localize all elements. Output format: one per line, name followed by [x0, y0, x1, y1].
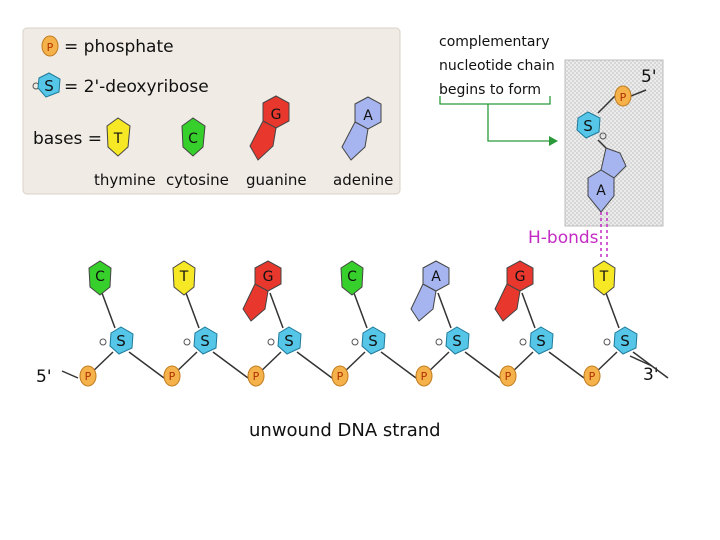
sugar-symbol: S — [368, 332, 378, 350]
base-symbol: C — [95, 269, 105, 285]
legend-box: P = phosphate S = 2'-deoxyribose bases =… — [22, 27, 401, 195]
sugar-symbol: S — [536, 332, 546, 350]
thymine-icon — [106, 117, 131, 157]
sugar-icon — [529, 326, 554, 355]
sugar-icon — [37, 72, 61, 98]
base-icon — [254, 260, 282, 292]
sugar-symbol: S — [452, 332, 462, 350]
annotation-line-1: complementary — [439, 34, 550, 50]
phosphate-icon — [331, 365, 349, 387]
adenine-label: adenine — [333, 171, 393, 189]
guanine-label: guanine — [246, 171, 307, 189]
thymine-label: thymine — [94, 171, 156, 189]
base-symbol: T — [599, 269, 609, 285]
base-icon — [172, 260, 196, 296]
phosphate-symbol: P — [589, 370, 596, 383]
complementary-nucleotide: 5' P S A — [564, 59, 664, 227]
phosphate-icon — [79, 365, 97, 387]
sugar-icon — [361, 326, 386, 355]
base-symbol: C — [347, 269, 357, 285]
sugar-symbol: S — [44, 77, 54, 95]
phosphate-symbol: P — [169, 370, 176, 383]
base-ring-icon — [494, 283, 521, 322]
complement-sugar-icon — [576, 111, 601, 139]
nucleotide-2: T S P — [163, 260, 249, 387]
base-icon — [506, 260, 534, 292]
cytosine-icon — [181, 117, 206, 157]
adenine-symbol: A — [363, 108, 373, 124]
phosphate-symbol: P — [47, 41, 54, 54]
phosphate-icon — [415, 365, 433, 387]
base-icon — [340, 260, 364, 296]
sugar-symbol: S — [200, 332, 210, 350]
phosphate-symbol: P — [253, 370, 260, 383]
nucleotide-4: C S P — [331, 260, 417, 387]
phosphate-icon — [41, 35, 59, 57]
phosphate-symbol: P — [421, 370, 428, 383]
sugar-icon — [445, 326, 470, 355]
strand-label: unwound DNA strand — [249, 420, 441, 441]
complement-adenine-icon — [600, 147, 627, 179]
annotation-arrow — [487, 104, 550, 142]
sugar-icon — [109, 326, 134, 355]
h-bonds-label: H-bonds — [528, 228, 599, 248]
legend-sugar: S = 2'-deoxyribose — [32, 72, 209, 98]
base-symbol: G — [515, 269, 526, 285]
annotation-line-2: nucleotide chain — [439, 58, 555, 74]
thymine-symbol: T — [113, 131, 123, 147]
base-icon — [88, 260, 112, 296]
nucleotide-6: G S P — [494, 260, 585, 387]
nucleotide-1: C S P — [79, 260, 165, 387]
phosphate-icon — [247, 365, 265, 387]
legend-cytosine: C — [181, 117, 206, 157]
nucleotide-7: T S P — [583, 260, 669, 387]
bases-label: bases = — [33, 129, 102, 149]
sugar-symbol: S — [284, 332, 294, 350]
strand-3-prime-label: 3' — [643, 365, 659, 385]
complement-base-symbol: A — [596, 183, 606, 199]
complement-sugar-symbol: S — [583, 117, 593, 135]
complement-phosphate-icon — [614, 85, 632, 107]
legend-guanine: G — [249, 95, 290, 161]
base-symbol: T — [179, 269, 189, 285]
sugar-label: = 2'-deoxyribose — [64, 77, 209, 97]
h-bonds: H-bonds — [528, 212, 608, 258]
nucleotide-5: A S P — [410, 260, 501, 387]
sugar-icon — [193, 326, 218, 355]
sugar-icon — [277, 326, 302, 355]
guanine-symbol: G — [271, 107, 282, 123]
phosphate-icon — [499, 365, 517, 387]
annotation-line-3: begins to form — [439, 82, 541, 98]
legend-thymine: T — [106, 117, 131, 157]
phosphate-icon — [583, 365, 601, 387]
cytosine-label: cytosine — [166, 171, 229, 189]
annotation-bracket — [439, 96, 551, 105]
phosphate-symbol: P — [85, 370, 92, 383]
strand-5-prime-label: 5' — [36, 367, 52, 387]
base-symbol: A — [431, 269, 441, 285]
base-icon — [422, 260, 450, 292]
arrow-head-icon — [549, 136, 558, 146]
sugar-icon — [613, 326, 638, 355]
phosphate-symbol: P — [337, 370, 344, 383]
dna-strand: 5' 3' C S P T S P G S P C S P A S P G S P T S P — [36, 260, 669, 387]
nucleotide-3: G S P — [242, 260, 333, 387]
phosphate-label: = phosphate — [64, 37, 174, 57]
legend-phosphate: P = phosphate — [41, 35, 174, 57]
sugar-symbol: S — [116, 332, 126, 350]
complementary-annotation: complementary nucleotide chain begins to… — [439, 34, 558, 146]
phosphate-icon — [163, 365, 181, 387]
base-symbol: G — [263, 269, 274, 285]
complement-5-prime-label: 5' — [641, 67, 657, 87]
sugar-symbol: S — [620, 332, 630, 350]
base-ring-icon — [410, 283, 437, 322]
phosphate-symbol: P — [505, 370, 512, 383]
complement-phosphate-symbol: P — [620, 91, 627, 104]
base-icon — [592, 260, 616, 296]
legend-adenine: A — [341, 96, 382, 161]
base-ring-icon — [242, 283, 269, 322]
cytosine-symbol: C — [188, 131, 198, 147]
